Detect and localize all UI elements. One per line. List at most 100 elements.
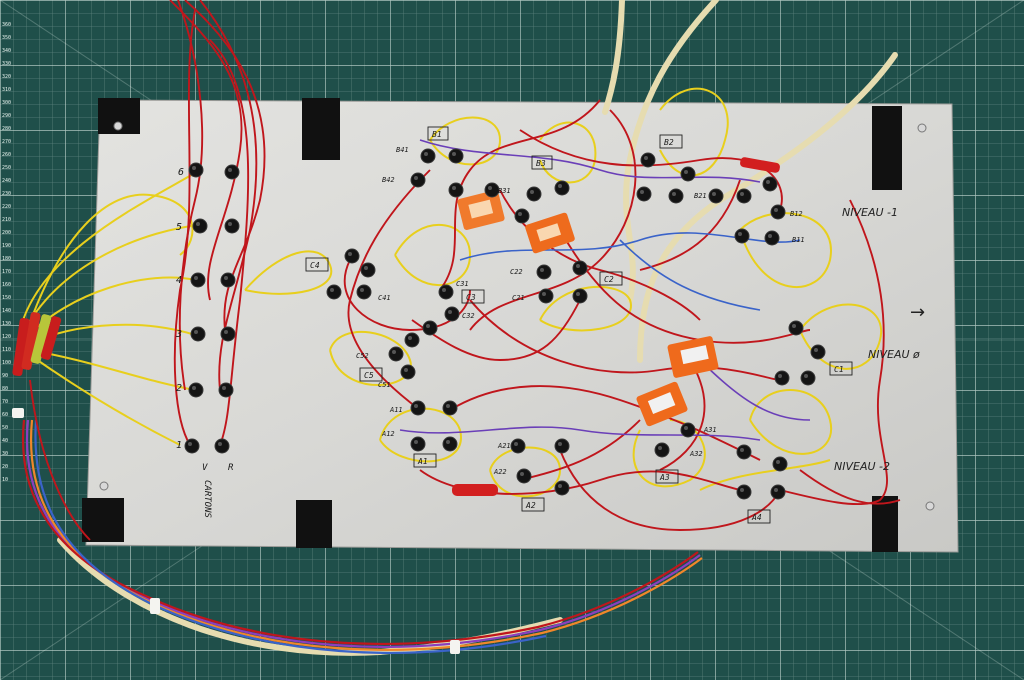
jack-highlight [740,448,744,452]
ruler-tick-label: 360 [2,22,11,28]
banana-jack [640,152,656,168]
ruler-tick-label: 350 [2,35,11,41]
label-c22: C22 [510,268,523,276]
jack-highlight [644,156,648,160]
label-a32: A32 [689,450,703,458]
banana-jack [772,456,788,472]
banana-jack [214,438,230,454]
banana-jack [218,382,234,398]
jack-highlight [576,292,580,296]
label-a3: A3 [659,473,670,482]
banana-jack [360,262,376,278]
banana-jack [190,272,206,288]
jack-highlight [424,152,428,156]
label-6: 6 [178,167,184,178]
label-b2: B2 [664,138,674,147]
label-c52: C52 [356,352,369,360]
screws [99,121,935,511]
label-b41: B41 [396,146,409,154]
banana-jack [484,182,500,198]
banana-jack [184,438,200,454]
label-cartons: CARTONS [202,480,212,519]
label-a22: A22 [493,468,507,476]
jack-highlight [392,350,396,354]
ruler-tick-label: 120 [2,334,11,340]
label-b3: B3 [536,159,546,168]
ruler-tick-label: 230 [2,191,11,197]
banana-jack [514,208,530,224]
jack-highlight [740,488,744,492]
jack-highlight [448,310,452,314]
banana-jack [190,326,206,342]
label-4: 4 [176,275,182,286]
jack-highlight [404,368,408,372]
jack-highlight [558,484,562,488]
banana-jack [668,188,684,204]
ruler-tick-label: 100 [2,360,11,366]
label-b12: B12 [790,210,803,218]
ruler-tick-label: 50 [2,425,8,431]
banana-jack [636,186,652,202]
jack-highlight [194,276,198,280]
label-v: V [202,463,208,473]
jack-highlight [774,208,778,212]
ruler-tick-label: 250 [2,165,11,171]
label-5: 5 [176,222,182,233]
jack-highlight [776,460,780,464]
label-c2: C2 [604,275,614,284]
jack-highlight [640,190,644,194]
jack-highlight [518,212,522,216]
banana-jack [708,188,724,204]
jack-highlight [542,292,546,296]
jack-highlight [672,192,676,196]
ruler-tick-label: 60 [2,412,8,418]
jack-highlight [740,192,744,196]
banana-jack [442,400,458,416]
label-c51: C51 [378,381,391,389]
orange-connectors [452,157,780,496]
jack-highlight [558,184,562,188]
label-a1: A1 [417,457,428,466]
jack-highlight [576,264,580,268]
label-a21: A21 [497,442,511,450]
jack-highlight [766,180,770,184]
banana-jack [554,438,570,454]
ruler-tick-label: 90 [2,373,8,379]
ruler-tick-label: 190 [2,243,11,249]
label-3: 3 [175,329,182,340]
mat-ruler: 3603503403303203103002902802702602502402… [2,22,11,483]
aluminium-panel [85,99,959,553]
jack-highlight [414,404,418,408]
banana-jack [356,284,372,300]
jack-highlight [446,440,450,444]
banana-jack [770,204,786,220]
jack-highlight [348,252,352,256]
jack-highlight [364,266,368,270]
jack-highlight [452,152,456,156]
label-c32: C32 [462,312,475,320]
banana-jack [224,218,240,234]
label-a11: A11 [389,406,403,414]
banana-jack [220,272,236,288]
ruler-tick-label: 30 [2,451,8,457]
jack-highlight [530,190,534,194]
banana-jack [326,284,342,300]
jack-highlight [222,386,226,390]
banana-jack [572,260,588,276]
arrow-glyph: → [910,302,925,323]
jack-highlight [414,176,418,180]
banana-jack [764,230,780,246]
banana-jack [444,306,460,322]
red-wires [29,0,901,541]
label-niveau-0: NIVEAU ø [868,348,920,361]
banana-jack [526,186,542,202]
banana-jack [538,288,554,304]
banana-jack [680,422,696,438]
jack-highlight [738,232,742,236]
ruler-tick-label: 270 [2,139,11,145]
banana-jack [510,438,526,454]
jack-highlight [408,336,412,340]
jack-highlight [218,442,222,446]
label-r: R [228,463,234,473]
jack-highlight [446,404,450,408]
